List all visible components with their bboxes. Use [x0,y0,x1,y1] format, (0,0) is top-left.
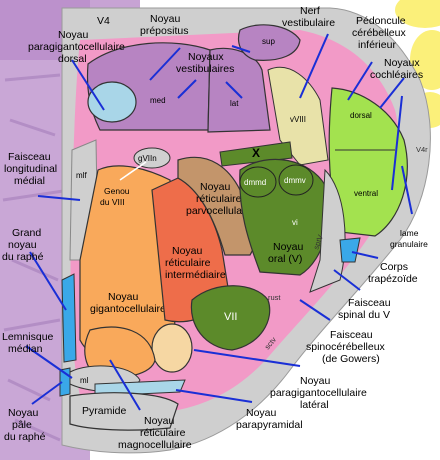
arrow-parapyramidal [175,389,253,403]
label-vi: vi [292,218,298,227]
arrow-nerf-vestibulaire [299,33,329,99]
label-noyau-pale: Noyau pâle du raphé [4,407,46,443]
label-parvocellulaire-2: parvocellulaire [186,205,254,217]
label-sup: sup [262,37,275,46]
arrow-vestib-sup [231,45,251,53]
label-vviii: vVIII [290,115,306,124]
label-intermediaire-0: Noyau [172,245,203,257]
label-grand-noyau-raphe: Grand noyau du raphé [2,227,44,263]
label-corps-trapezoide: Corps trapézoïde [368,261,418,285]
trapezoid-body [339,237,361,263]
label-oral-v-1: oral (V) [268,253,302,265]
label-pedoncule-cerebelleux: Pédoncule cérébelleux inférieur [352,15,409,51]
spinal-trigeminal-tract [309,168,346,293]
facial-nucleus-vii [190,285,271,351]
label-pyramide: Pyramide [82,405,127,417]
label-lemnisque: Lemnisque médian [2,331,56,355]
genu-facial-nerve [133,147,171,169]
vestibular-nerve-region [267,66,329,166]
label-ml: ml [80,376,89,385]
label-parvocellulaire-0: Noyau [200,181,231,193]
label-lat: lat [230,99,239,108]
arrow-vestib-lat [225,81,243,99]
arrow-faisceau-spinal [333,269,361,291]
arrow-prepositus [149,47,181,81]
arrow-pedoncule [347,61,373,101]
label-oral-v-0: Noyau [273,241,304,253]
label-paragigantocellulaire-dorsal: Noyau paragigantocellulaire dorsal [28,29,128,65]
label-mlf: mlf [76,171,87,180]
arrow-lame-granulaire [401,165,413,215]
arrow-noyau-pale [31,381,63,405]
label-gviiin: gVIIn [138,154,157,163]
arrow-paragiganto-lateral [193,349,301,367]
arrow-faisceau-spinocerebelleux [299,299,331,321]
arrow-corps-trapezoide [351,251,379,259]
label-faisceau-longitudinal: Faisceau longitudinal médial [4,151,60,187]
label-parvocellulaire-1: réticulaire [196,193,242,205]
label-dmmd: dmmd [244,178,266,187]
label-intermediaire-2: intermédiaire [165,269,226,281]
label-rust: rust [268,293,281,302]
dmmv-subnucleus [278,164,314,196]
arrow-reticulaire-magnocellulaire [109,359,141,411]
label-parapyramidal: Noyau parapyramidal [236,407,303,431]
label-intermediaire-1: réticulaire [165,257,211,269]
histology-texture [2,73,71,442]
arrow-genou-viii [119,161,147,181]
label-lame-granulaire: lame granulaire [390,228,428,249]
label-ventral: ventral [354,189,378,198]
label-paragigantocellulaire-lateral: Noyau paragigantocellulaire latéral [270,375,370,411]
label-gigantocellulaire-1: gigantocellulaire [90,303,166,315]
raphe-magnus-nucleus [61,273,77,363]
paragigantocellular-dorsal-nucleus [87,81,137,123]
arrow-cochleaires-dorsal [379,77,405,109]
arrow-faisceau-longitudinal [37,195,81,201]
arrow-paragiganto-dorsal [71,59,105,111]
label-dorsal: dorsal [350,111,372,120]
arrow-vestib-med [177,79,197,99]
arrow-lemnisque [25,345,73,379]
label-v4r: V4r [416,145,428,154]
dmmd-subnucleus [239,166,277,198]
label-x: X [252,146,260,160]
cerebellum-blob [395,0,440,28]
label-prepositus: Noyau prépositus [140,13,188,37]
paragigantocellular-lateral-nucleus [151,323,193,373]
label-vii: VII [224,311,237,323]
arrow-grand-noyau-raphe [29,251,67,311]
label-genou-viii: Genou du VIII [100,186,132,207]
label-dmmv: dmmv [284,176,306,185]
label-med: med [150,96,166,105]
arrow-cochleaires-ventral [391,95,403,191]
label-nerf-vestibulaire: Nerf vestibulaire [282,5,335,29]
label-faisceau-spinocerebelleux: Faisceau spinocérébelleux (de Gowers) [306,329,388,365]
label-v4: V4 [97,15,110,27]
label-noyaux-cochleaires: Noyaux cochléaires [370,57,423,81]
pyramid [69,392,179,431]
label-gigantocellulaire-0: Noyau [108,291,139,303]
label-reticulaire-magnocellulaire: Noyau réticulaire magnocellulaire [118,415,192,451]
label-noyaux-vestibulaires: Noyaux vestibulaires [176,51,234,75]
label-faisceau-spinal: Faisceau spinal du V [338,297,394,321]
parapyramidal-nucleus [94,379,186,397]
